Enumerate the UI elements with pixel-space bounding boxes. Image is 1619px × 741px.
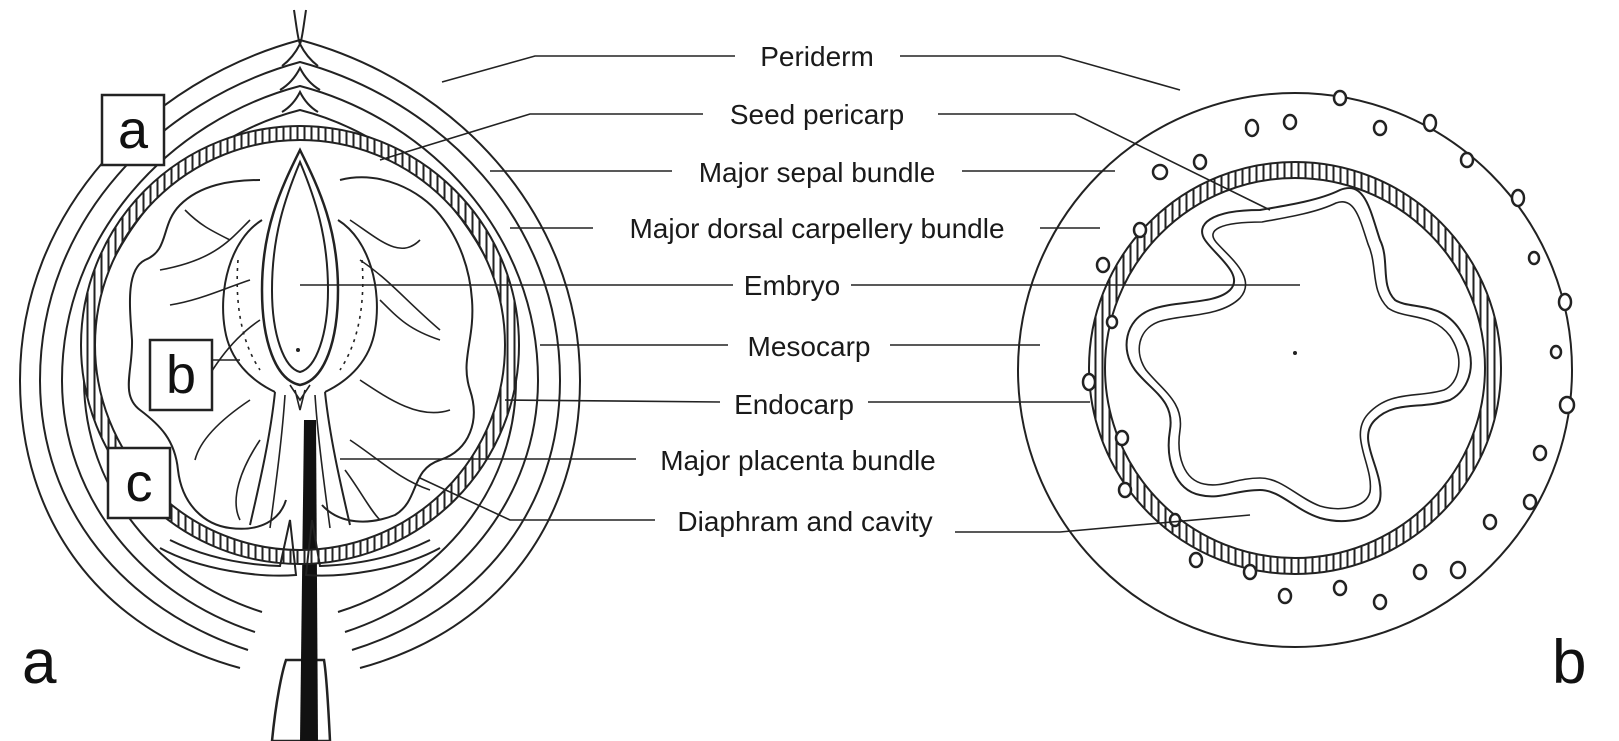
svg-text:Major placenta bundle: Major placenta bundle bbox=[660, 445, 936, 476]
panel-label-a: a bbox=[22, 628, 57, 697]
svg-text:a: a bbox=[118, 100, 149, 160]
embryo-a bbox=[223, 150, 377, 392]
label-seed-pericarp: Seed pericarp bbox=[380, 99, 1270, 210]
label-major-placenta-bundle: Major placenta bundle bbox=[340, 445, 936, 476]
stem bbox=[272, 420, 330, 741]
svg-text:Seed pericarp: Seed pericarp bbox=[730, 99, 904, 130]
cross-section-b: b bbox=[1018, 91, 1586, 697]
panel-label-b: b bbox=[1552, 628, 1586, 697]
svg-text:Mesocarp: Mesocarp bbox=[748, 331, 871, 362]
endocarp-ring-b bbox=[1089, 162, 1501, 574]
svg-text:Endocarp: Endocarp bbox=[734, 389, 854, 420]
lobed-cavity-b bbox=[1127, 188, 1471, 521]
svg-text:Embryo: Embryo bbox=[744, 270, 840, 301]
placenta-bundle-a bbox=[250, 385, 350, 528]
label-endocarp: Endocarp bbox=[505, 389, 1090, 420]
region-marker-c: c bbox=[108, 448, 170, 518]
svg-text:c: c bbox=[126, 453, 153, 513]
svg-text:b: b bbox=[166, 345, 196, 405]
svg-text:Diaphram and cavity: Diaphram and cavity bbox=[677, 506, 932, 537]
svg-text:Major sepal bundle: Major sepal bundle bbox=[699, 157, 936, 188]
svg-text:Major dorsal carpellery bundle: Major dorsal carpellery bundle bbox=[629, 213, 1004, 244]
label-mesocarp: Mesocarp bbox=[540, 331, 1040, 362]
region-marker-a: a bbox=[102, 95, 164, 165]
label-periderm: Periderm bbox=[442, 41, 1180, 90]
svg-text:Periderm: Periderm bbox=[760, 41, 874, 72]
longitudinal-section-a: a b c a bbox=[20, 10, 580, 741]
label-embryo: Embryo bbox=[300, 270, 1300, 301]
label-major-sepal-bundle: Major sepal bundle bbox=[490, 157, 1115, 188]
label-major-dorsal-carpellery-bundle: Major dorsal carpellery bundle bbox=[510, 213, 1100, 244]
